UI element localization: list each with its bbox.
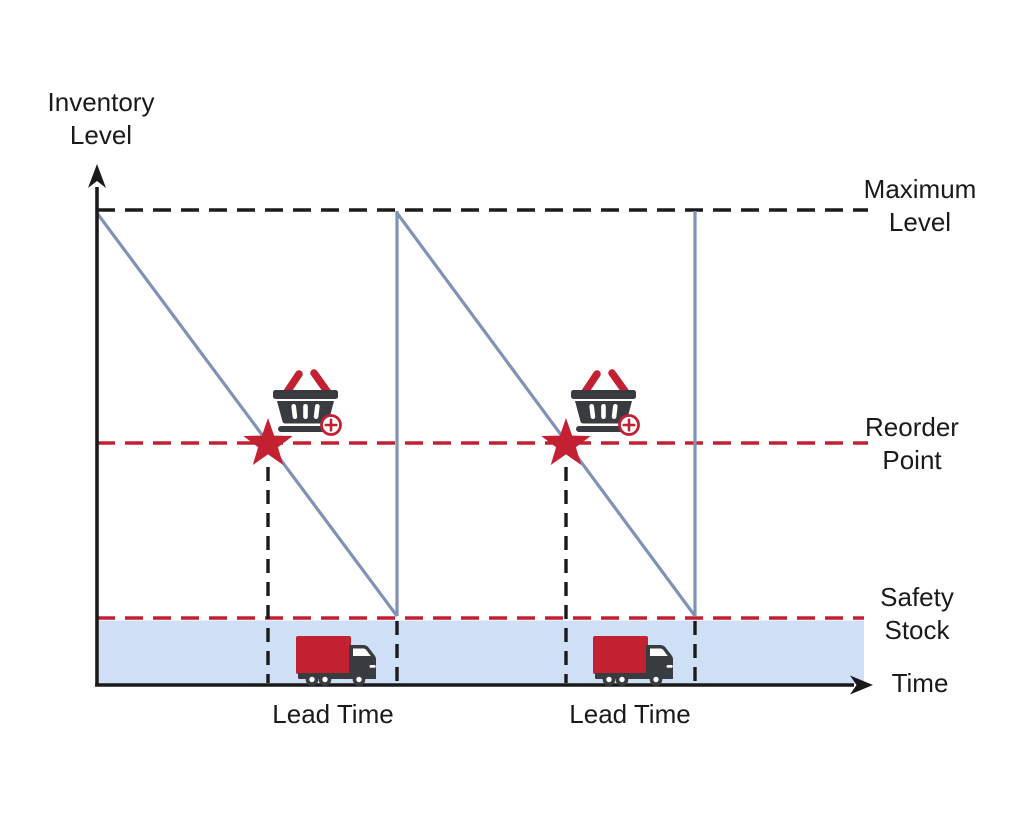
y-axis-title: Inventory Level [33, 86, 169, 152]
lead-time-label-1: Lead Time [272, 699, 394, 729]
inventory-sawtooth [95, 211, 697, 617]
lead-time-label-2: Lead Time [569, 699, 691, 729]
y-axis-arrow-icon [88, 164, 106, 188]
safety-stock-label-line1: Safety [880, 582, 954, 612]
safety-stock-label: Safety Stock [857, 581, 977, 647]
x-axis-title: Time [891, 668, 949, 698]
maximum-level-label-line2: Level [888, 207, 952, 237]
reorder-star-icon [243, 418, 293, 466]
consumption-slope-2 [395, 212, 697, 617]
add-order-basket-icon [273, 373, 341, 435]
reorder-point-label-line1: Reorder [865, 412, 959, 442]
x-axis-arrow-icon [850, 675, 873, 695]
reorder-point-label: Reorder Point [850, 411, 974, 477]
y-axis-title-line1: Inventory [47, 87, 155, 117]
safety-stock-label-line2: Stock [884, 615, 950, 645]
add-order-basket-icon [571, 373, 639, 435]
safety-stock-band [99, 620, 864, 684]
lead-time-guides [266, 467, 697, 683]
maximum-level-label-line1: Maximum [863, 174, 977, 204]
consumption-slope-1 [95, 212, 399, 617]
y-axis-title-line2: Level [69, 120, 133, 150]
maximum-level-label: Maximum Level [853, 173, 987, 239]
reorder-point-label-line2: Point [882, 445, 942, 475]
reorder-star-icon [541, 418, 591, 466]
